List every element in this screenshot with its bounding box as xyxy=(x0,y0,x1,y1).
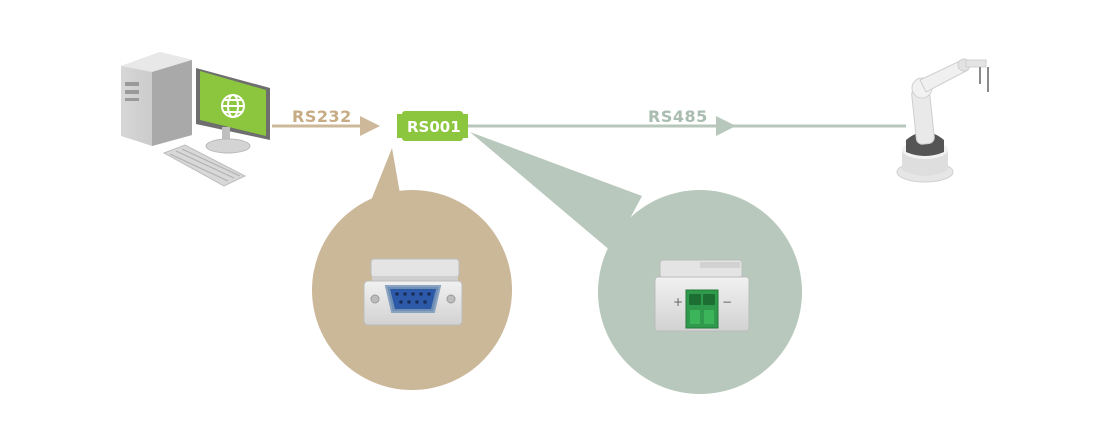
rs485-arrow xyxy=(716,116,736,136)
robotic-arm-icon xyxy=(896,58,989,183)
globe-icon xyxy=(221,94,245,118)
db9-connector xyxy=(363,258,463,326)
rs001-badge: RS001 xyxy=(397,111,468,141)
rs232-label: RS232 xyxy=(292,107,352,126)
terminal-plus-label: + xyxy=(673,295,683,309)
terminal-callout-wedge xyxy=(470,132,642,252)
rs001-label: RS001 xyxy=(407,118,461,136)
rs485-label: RS485 xyxy=(648,107,708,126)
terminal-minus-label: − xyxy=(722,295,732,309)
db9-screw-left xyxy=(370,294,380,304)
terminal-block-module: + − xyxy=(654,259,750,332)
rs232-arrow xyxy=(360,116,380,136)
db9-screw-right xyxy=(446,294,456,304)
desktop-computer-icon xyxy=(121,52,270,187)
